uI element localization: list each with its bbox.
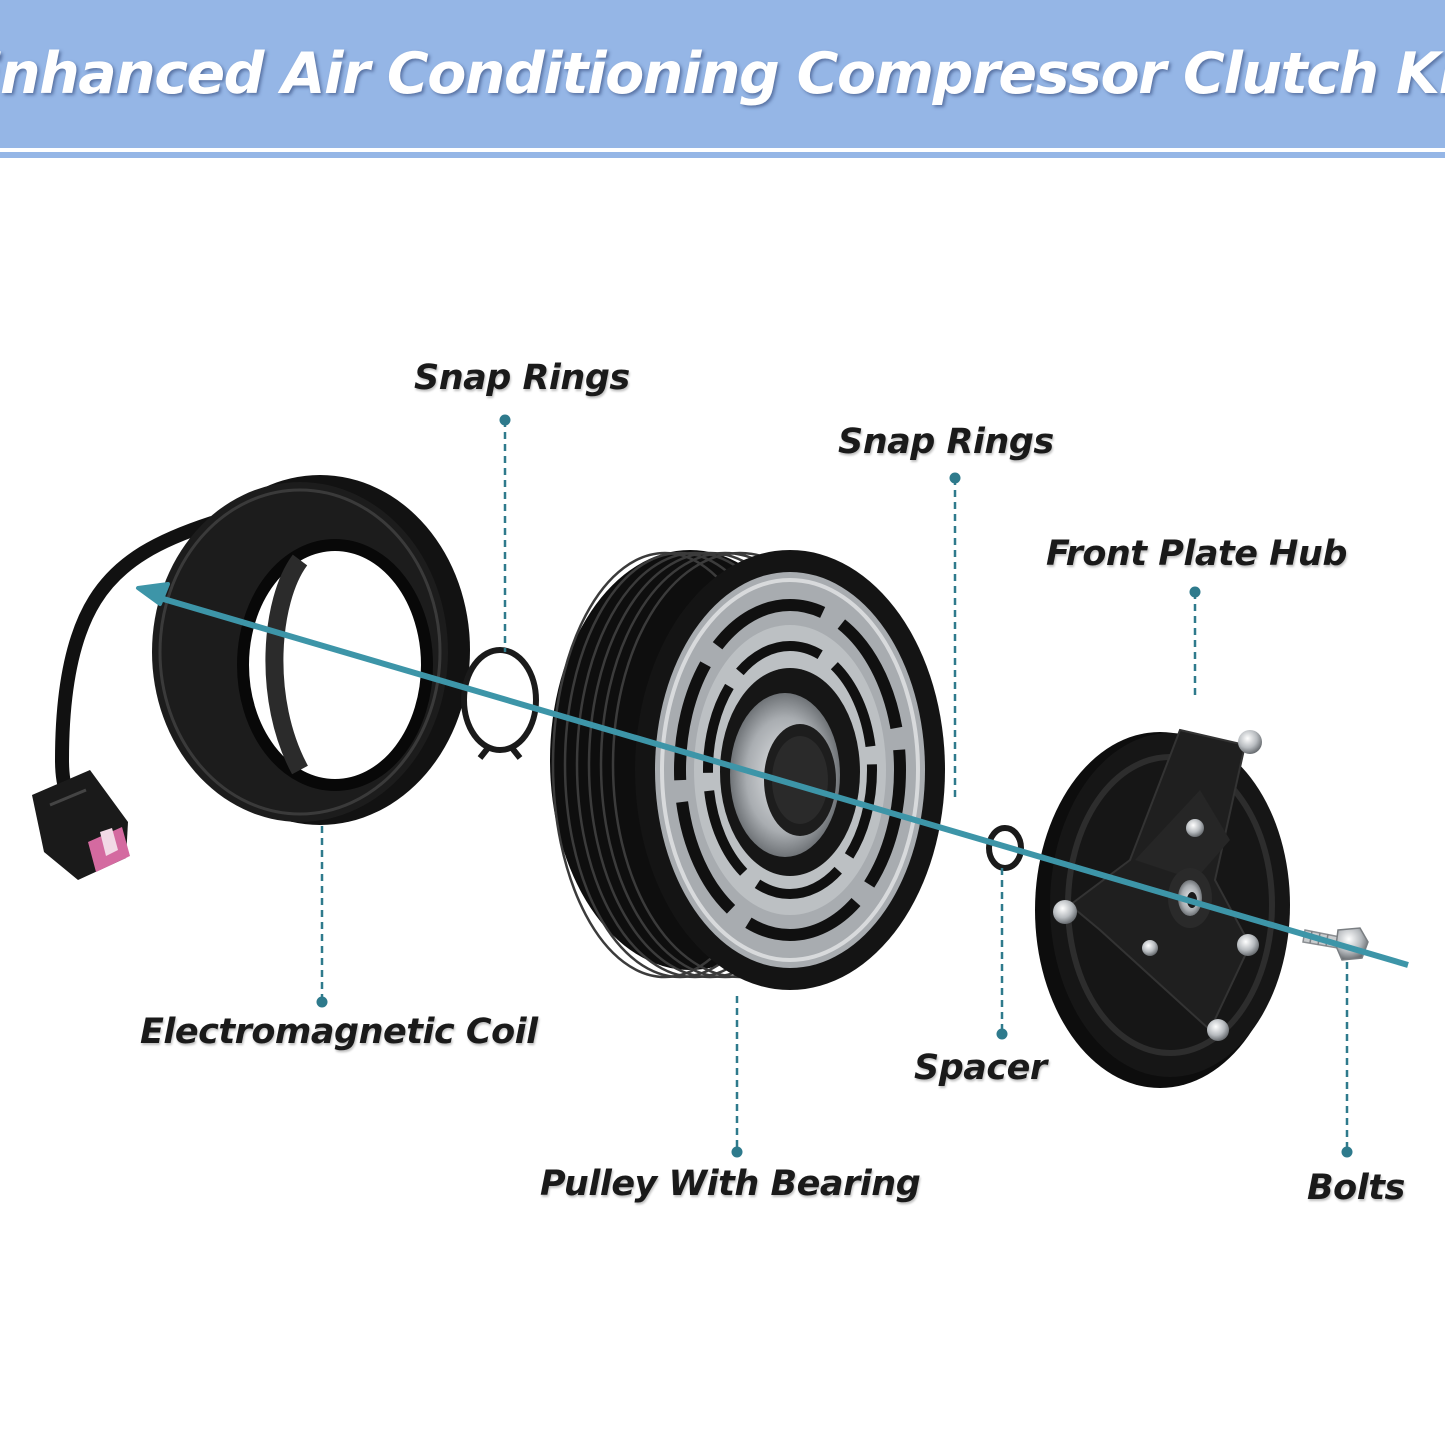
- label-snap-rings-left: Snap Rings: [414, 358, 630, 398]
- label-snap-rings-right: Snap Rings: [838, 422, 1054, 462]
- coil-connector-icon: [32, 770, 130, 880]
- electromagnetic-coil-part: [32, 475, 470, 880]
- front-plate-hub-part: [1035, 730, 1290, 1088]
- label-spacer: Spacer: [914, 1048, 1047, 1088]
- label-electromagnetic-coil: Electromagnetic Coil: [140, 1012, 538, 1052]
- label-bolts: Bolts: [1307, 1168, 1405, 1208]
- label-front-plate-hub: Front Plate Hub: [1046, 534, 1347, 574]
- label-pulley-with-bearing: Pulley With Bearing: [540, 1164, 920, 1204]
